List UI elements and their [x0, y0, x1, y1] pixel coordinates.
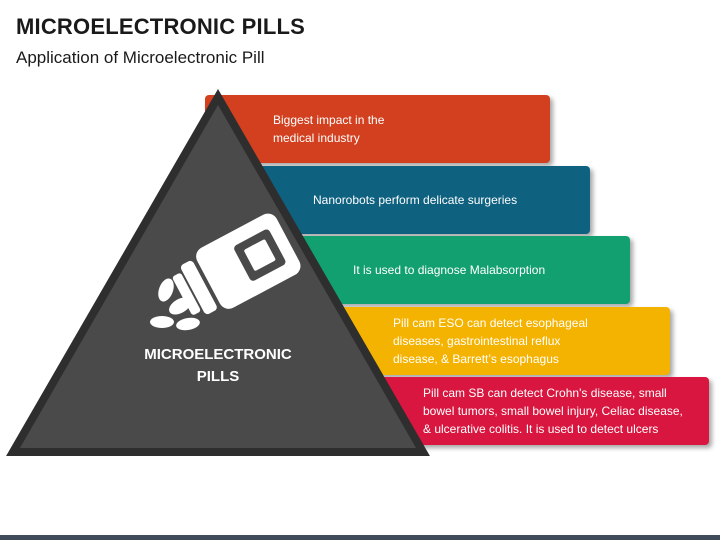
- level-1-text-line-1: Biggest impact in the: [273, 113, 385, 127]
- page-title: MICROELECTRONIC PILLS: [16, 14, 305, 39]
- level-bar-2: Nanorobots perform delicate surgeries: [245, 166, 590, 234]
- level-bar-5: Pill cam SB can detect Crohn's disease, …: [360, 377, 709, 445]
- level-5-text-line-2: bowel tumors, small bowel injury, Celiac…: [423, 404, 683, 418]
- level-4-text-line-2: diseases, gastrointestinal reflux: [393, 334, 561, 348]
- page-subtitle: Application of Microelectronic Pill: [16, 48, 265, 67]
- pyramid-label-line-1: MICROELECTRONIC: [144, 346, 292, 363]
- pyramid-label-line-2: PILLS: [196, 368, 240, 385]
- level-2-text-line-1: Nanorobots perform delicate surgeries: [313, 193, 518, 207]
- level-4-text-line-1: Pill cam ESO can detect esophageal: [393, 316, 588, 330]
- level-bar-3: It is used to diagnose Malabsorption: [285, 236, 630, 304]
- level-5-text-line-3: & ulcerative colitis. It is used to dete…: [423, 422, 659, 436]
- level-bar-1: Biggest impact in the medical industry: [205, 95, 550, 163]
- level-3-text-line-1: It is used to diagnose Malabsorption: [353, 263, 546, 277]
- level-1-text-line-2: medical industry: [273, 131, 360, 145]
- level-4-text-line-3: disease, & Barrett’s esophagus: [393, 352, 559, 366]
- pyramid-label: MICROELECTRONIC PILLS: [120, 344, 316, 388]
- footer-bar: [0, 535, 720, 540]
- level-5-text-line-1: Pill cam SB can detect Crohn's disease, …: [423, 386, 667, 400]
- level-bar-4: Pill cam ESO can detect esophageal disea…: [325, 307, 670, 375]
- pill-bottle-icon: [150, 213, 301, 331]
